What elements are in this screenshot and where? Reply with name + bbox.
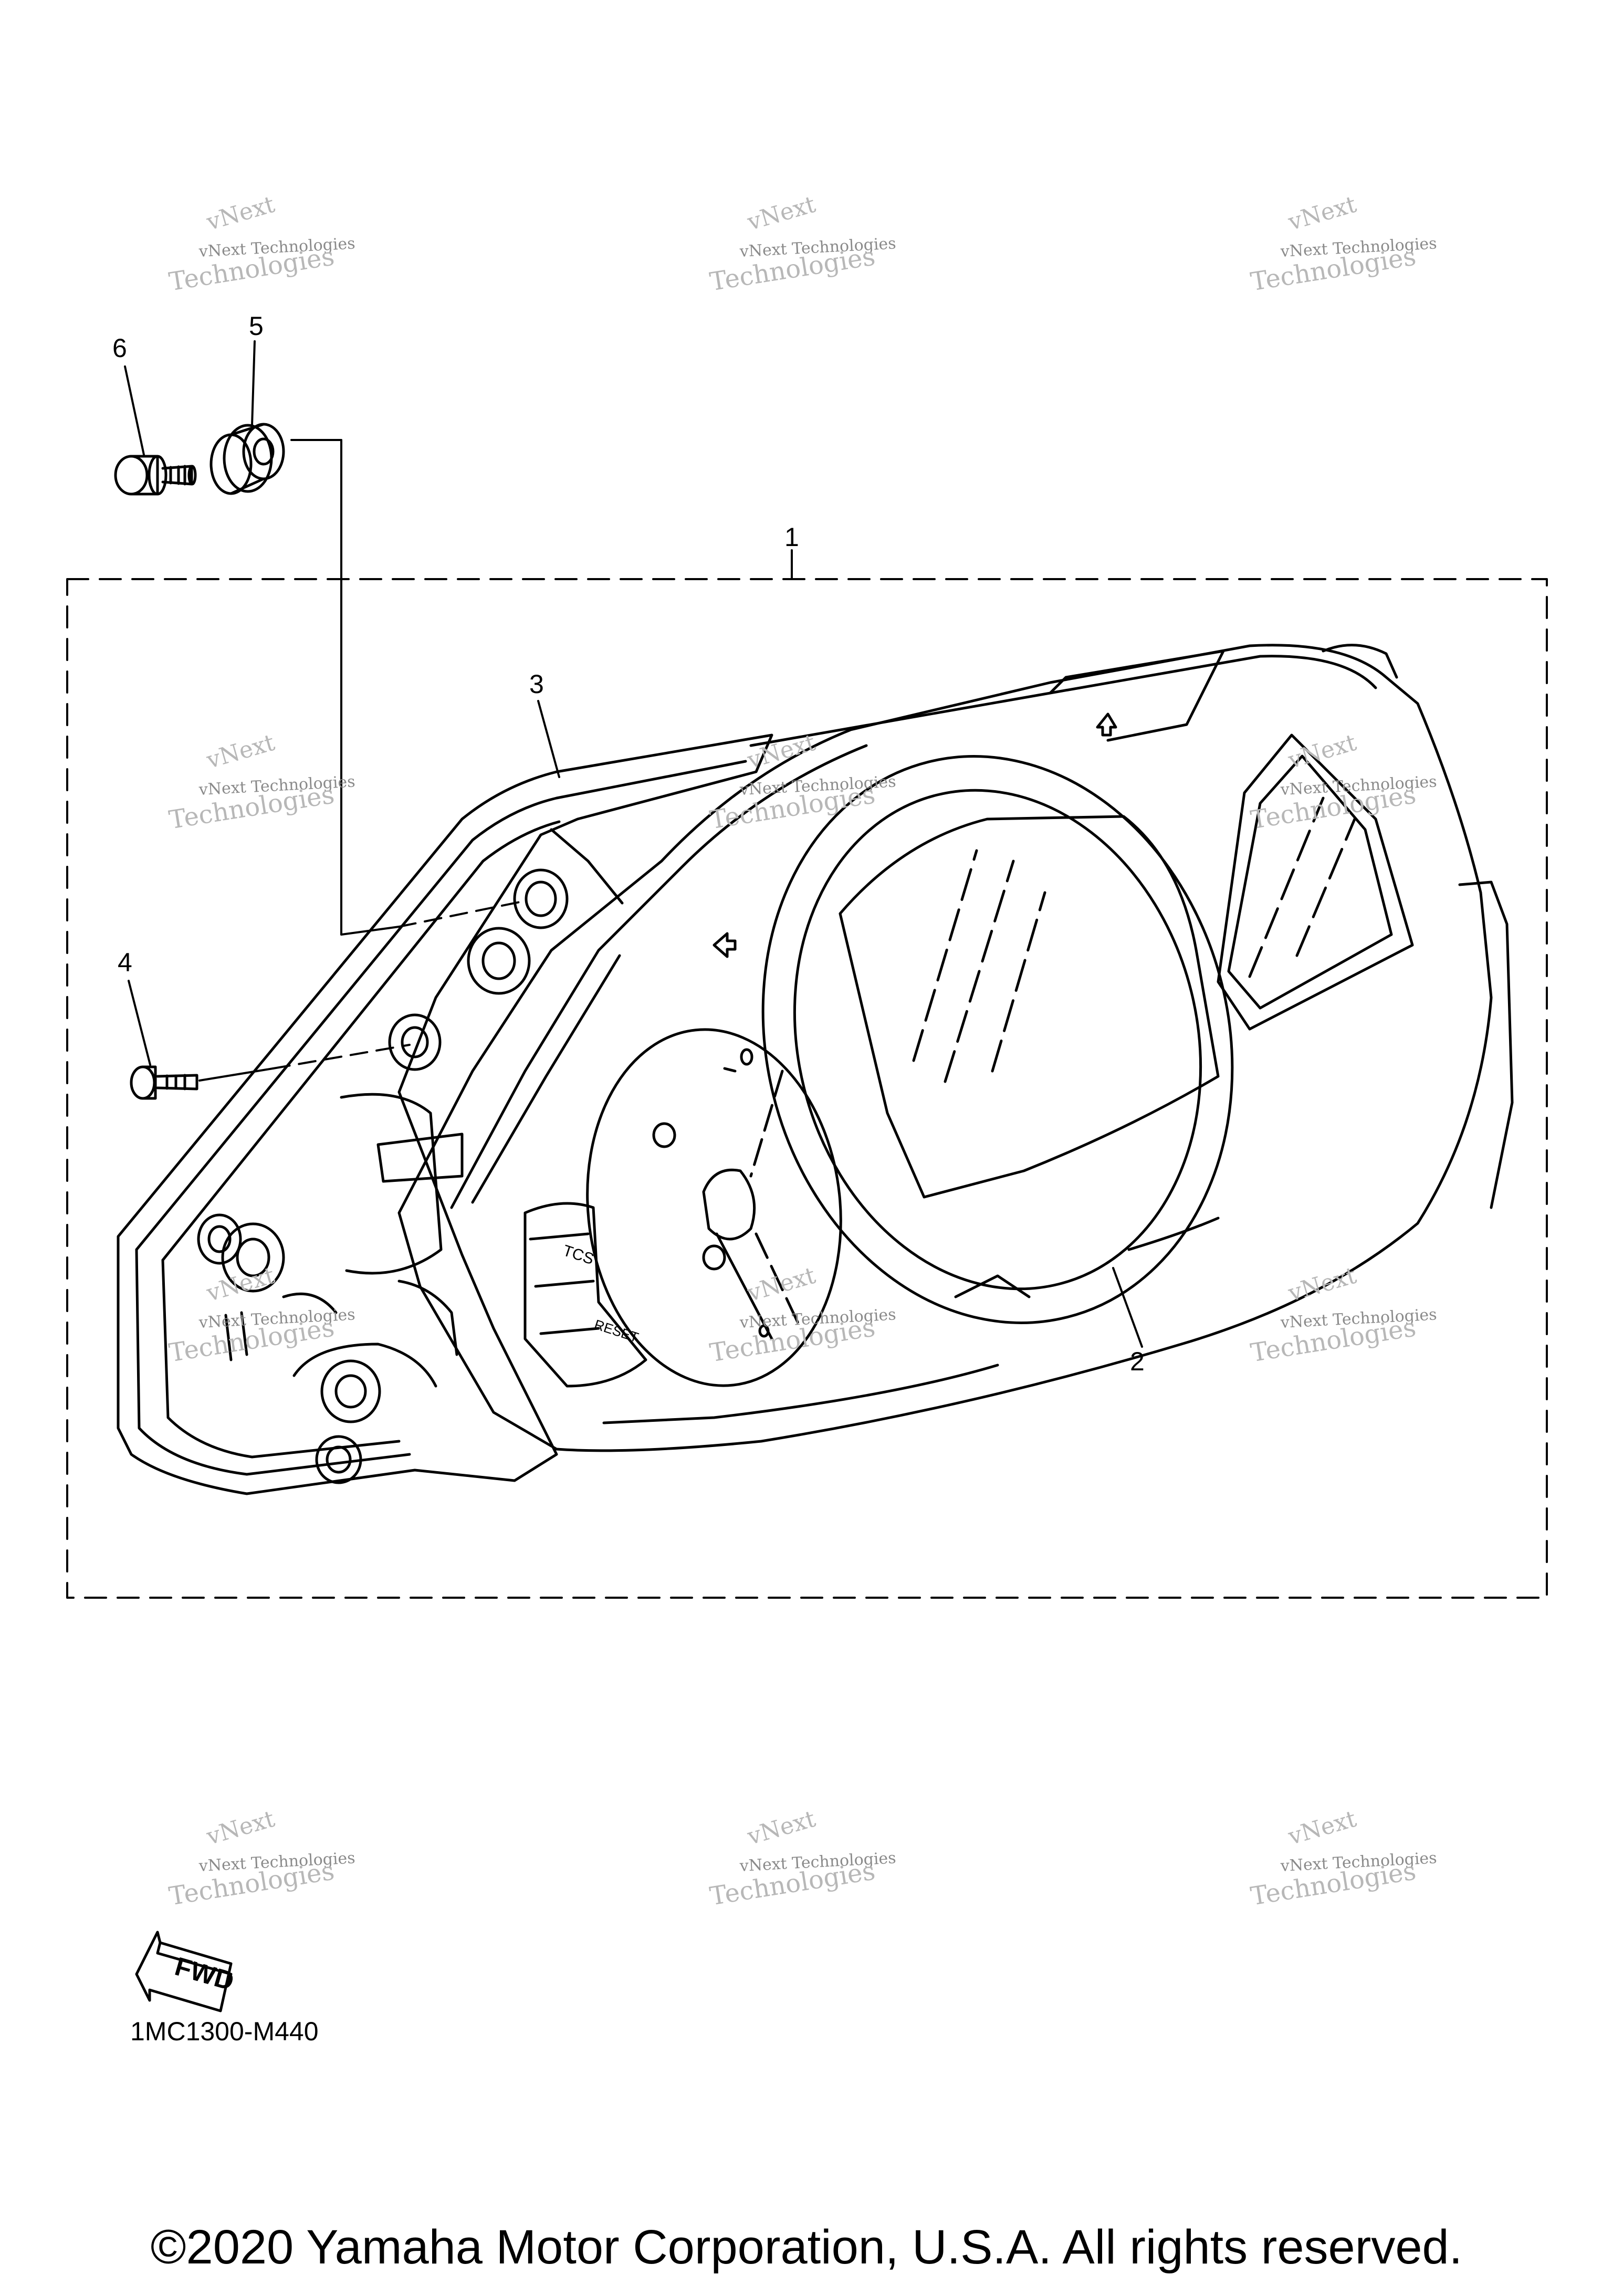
callout-5: 5 — [249, 311, 264, 341]
leader-line-6 — [124, 365, 145, 456]
callout-1: 1 — [784, 522, 799, 552]
leader-line-2 — [1112, 1267, 1143, 1348]
copyright-notice: ©2020 Yamaha Motor Corporation, U.S.A. A… — [150, 2220, 1463, 2274]
callout-4: 4 — [118, 948, 132, 977]
callout-3: 3 — [529, 669, 544, 699]
assembly-boundary — [66, 578, 1548, 1599]
part-3-meter-case — [117, 733, 773, 1495]
part-2-meter-cover — [397, 644, 1514, 1452]
callout-2: 2 — [1130, 1347, 1145, 1376]
mounting-leader — [290, 439, 400, 936]
part-6-bolt — [114, 455, 197, 496]
button-label-tcs: TCS — [561, 1242, 596, 1268]
button-panel — [523, 1202, 647, 1388]
leader-line-4 — [128, 980, 151, 1066]
fwd-label: FWD — [172, 1952, 237, 1996]
part-4-screw — [130, 1065, 198, 1100]
part-5-grommet — [210, 423, 285, 495]
diagram-code: 1MC1300-M440 — [130, 2017, 319, 2046]
leader-line-5 — [251, 340, 256, 426]
button-label-reset: RESET — [592, 1316, 641, 1345]
leader-line-3 — [537, 700, 560, 778]
fwd-direction-arrow — [135, 1931, 233, 2012]
callout-6: 6 — [112, 333, 127, 363]
